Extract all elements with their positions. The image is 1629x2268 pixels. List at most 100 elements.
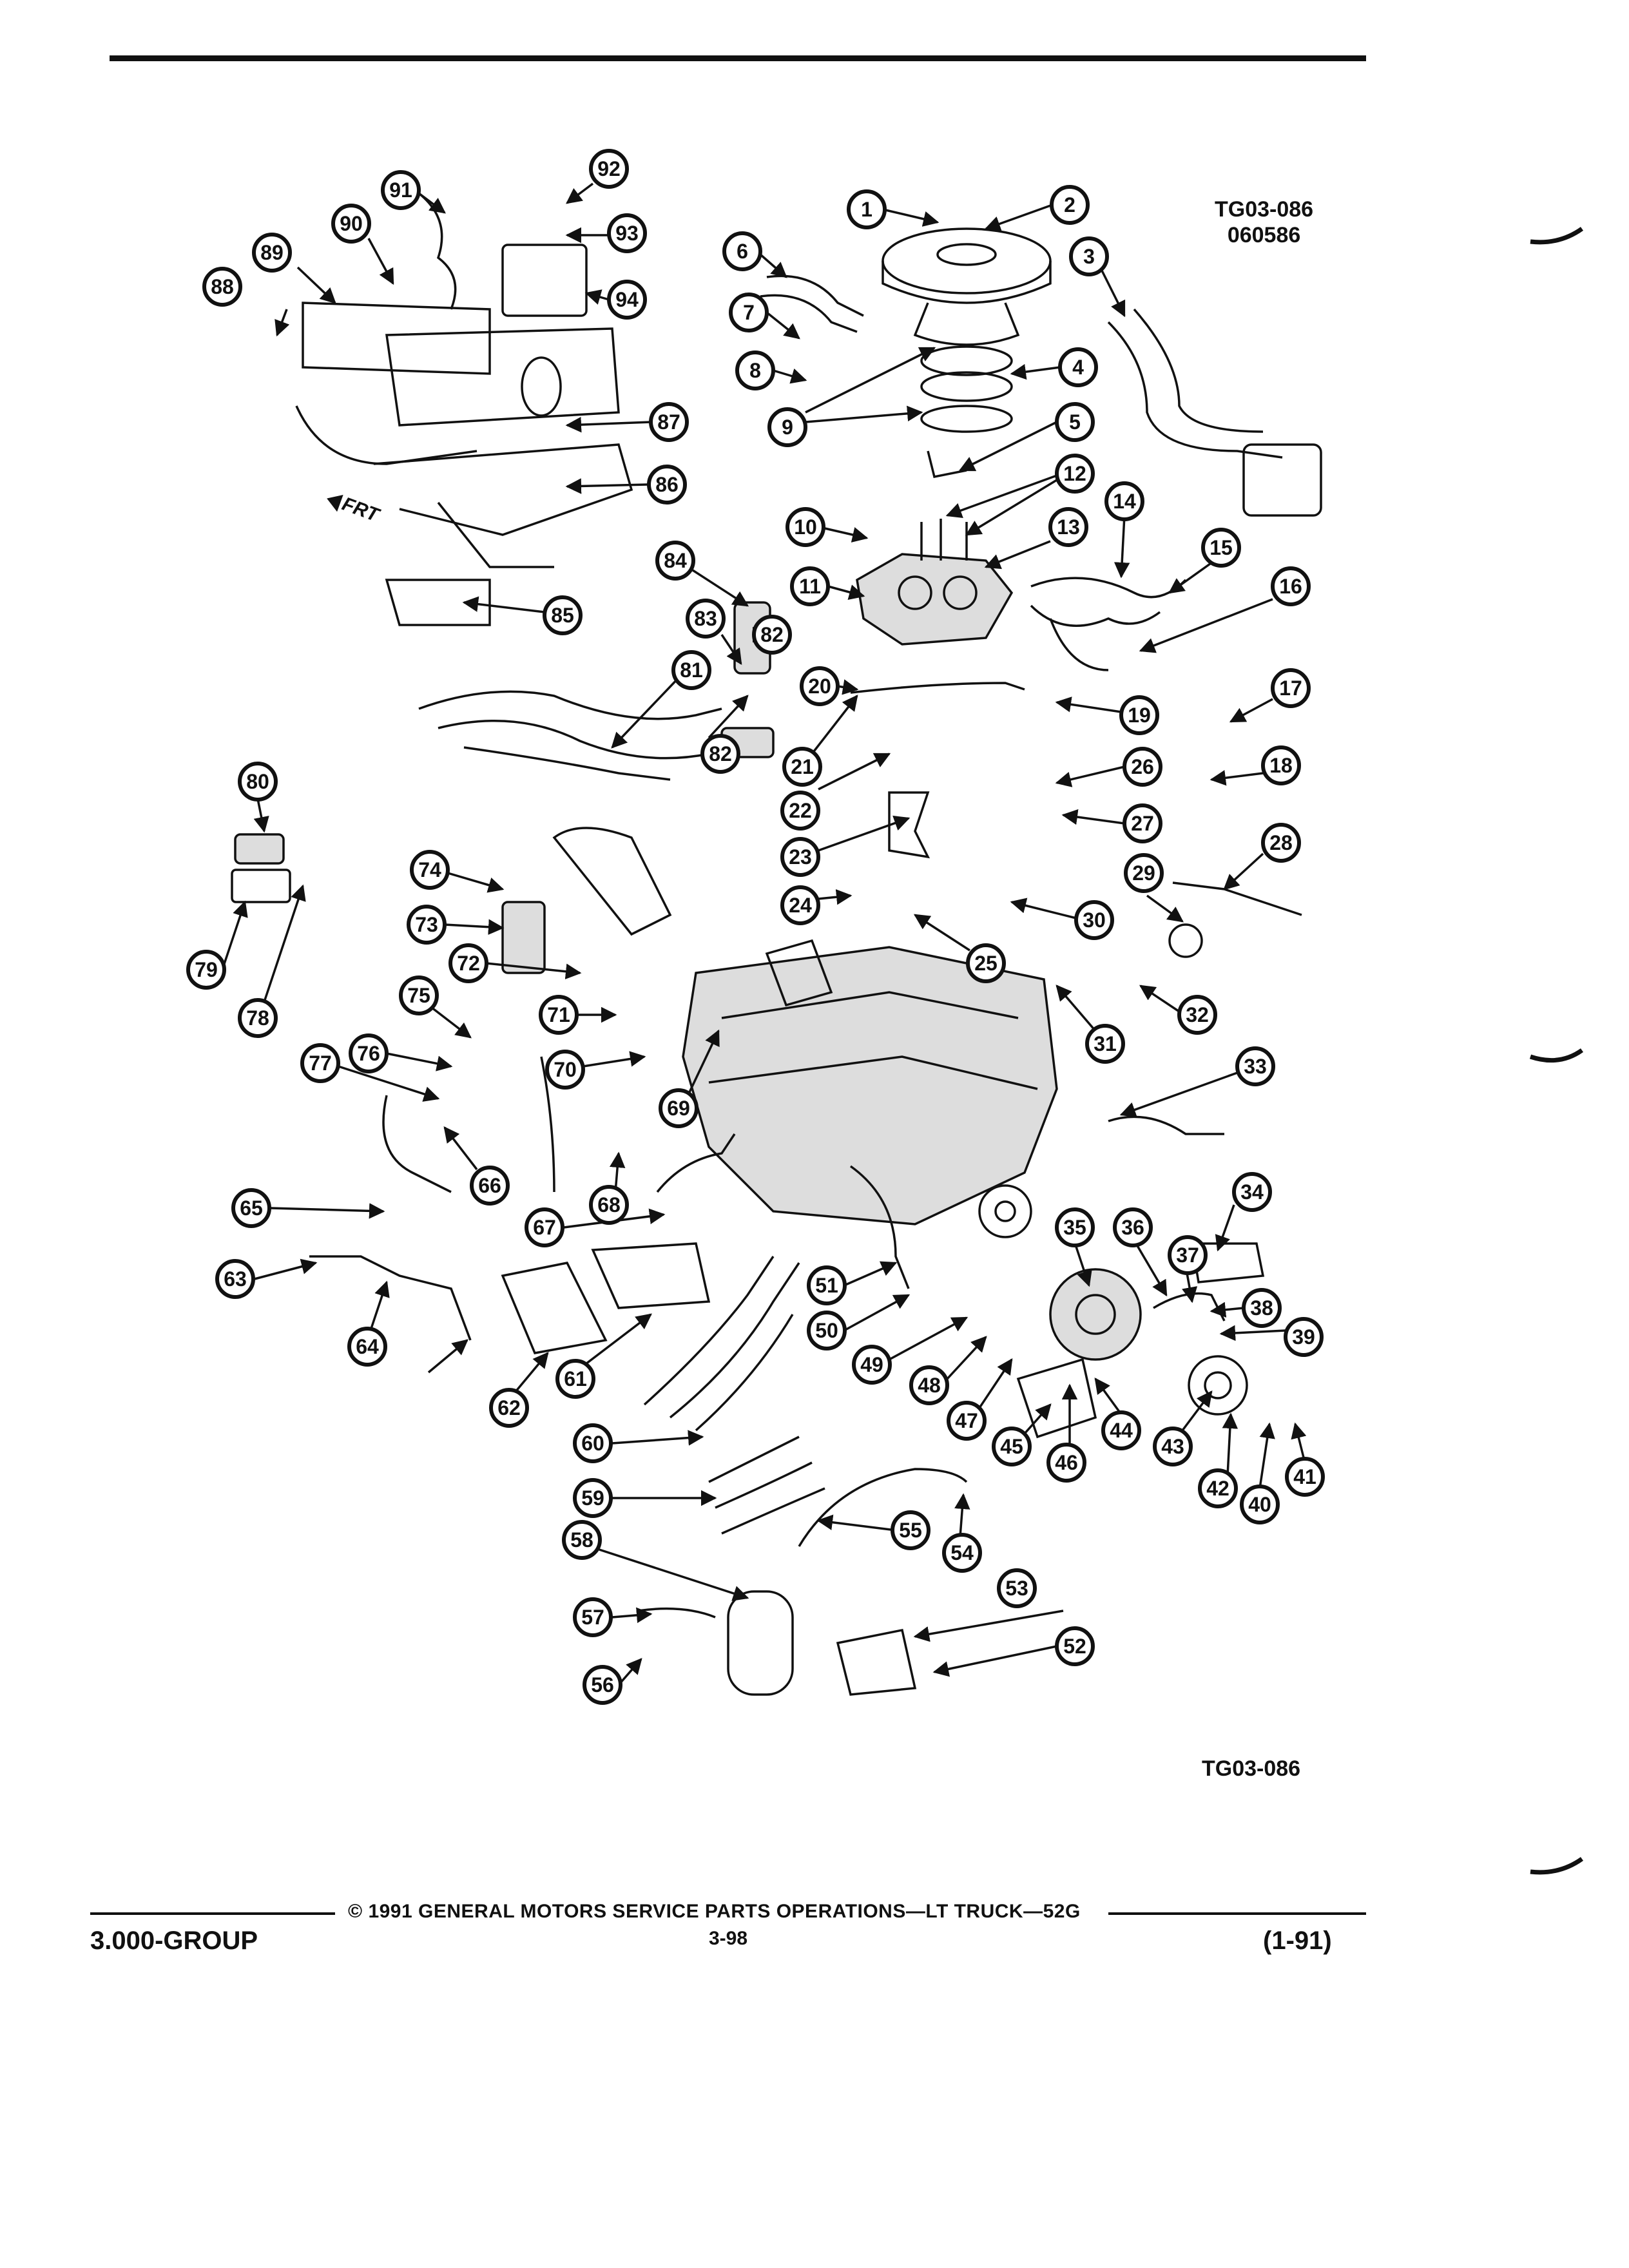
callout-38: 38 xyxy=(1242,1288,1282,1328)
svg-text:66: 66 xyxy=(478,1174,501,1197)
callout-53: 53 xyxy=(997,1568,1037,1608)
svg-text:79: 79 xyxy=(195,958,218,981)
callout-17: 17 xyxy=(1271,668,1311,708)
svg-text:26: 26 xyxy=(1131,755,1154,778)
callout-15: 15 xyxy=(1201,528,1241,568)
bracket xyxy=(888,791,930,859)
callout-42: 42 xyxy=(1198,1468,1238,1508)
distributor-cap xyxy=(765,939,833,1007)
callout-52: 52 xyxy=(1055,1626,1095,1666)
svg-text:12: 12 xyxy=(1063,462,1086,485)
svg-text:90: 90 xyxy=(340,212,363,235)
callout-85: 85 xyxy=(543,595,583,635)
figure-ref-top: TG03-086 060586 xyxy=(1215,197,1313,248)
svg-text:56: 56 xyxy=(591,1673,614,1696)
svg-text:38: 38 xyxy=(1250,1296,1273,1320)
callout-7: 7 xyxy=(729,293,769,332)
callout-48: 48 xyxy=(909,1365,949,1405)
margin-mark xyxy=(1530,1857,1584,1875)
svg-text:18: 18 xyxy=(1269,754,1293,777)
callout-36: 36 xyxy=(1113,1207,1153,1247)
callout-14: 14 xyxy=(1104,481,1144,521)
svg-text:60: 60 xyxy=(581,1432,604,1455)
svg-text:64: 64 xyxy=(356,1335,379,1358)
figure-code: TG03-086 xyxy=(1215,197,1314,222)
callout-circles: 1 2 3 4 5 6 7 8 9 10 11 12 13 14 15 16 1… xyxy=(186,149,1325,1705)
callout-59: 59 xyxy=(573,1478,613,1518)
margin-mark xyxy=(1529,1048,1584,1063)
svg-text:17: 17 xyxy=(1279,677,1302,700)
svg-text:11: 11 xyxy=(799,575,821,598)
callout-45: 45 xyxy=(992,1427,1032,1466)
svg-text:50: 50 xyxy=(815,1319,838,1342)
callout-11: 11 xyxy=(790,566,830,606)
callout-24: 24 xyxy=(780,885,820,925)
callout-25: 25 xyxy=(966,943,1006,983)
svg-text:42: 42 xyxy=(1206,1477,1229,1500)
svg-text:70: 70 xyxy=(554,1058,577,1081)
callout-50: 50 xyxy=(807,1311,847,1350)
svg-text:77: 77 xyxy=(309,1052,332,1075)
callout-92: 92 xyxy=(589,149,629,189)
svg-text:62: 62 xyxy=(497,1396,521,1419)
svg-text:57: 57 xyxy=(581,1606,604,1629)
copyright-text: © 1991 GENERAL MOTORS SERVICE PARTS OPER… xyxy=(348,1901,1081,1922)
ignition-wires xyxy=(643,1256,775,1406)
svg-text:32: 32 xyxy=(1186,1003,1209,1026)
svg-text:44: 44 xyxy=(1110,1419,1133,1442)
callout-46: 46 xyxy=(1046,1443,1086,1483)
svg-text:68: 68 xyxy=(597,1193,621,1216)
air-cleaner-lid xyxy=(882,227,1052,294)
svg-text:6: 6 xyxy=(737,240,748,263)
oxygen-sensor xyxy=(1108,1115,1224,1135)
svg-text:19: 19 xyxy=(1128,704,1151,727)
svg-text:92: 92 xyxy=(597,157,621,180)
svg-text:4: 4 xyxy=(1072,356,1084,379)
svg-text:86: 86 xyxy=(655,473,679,496)
svg-text:61: 61 xyxy=(564,1367,587,1390)
svg-text:2: 2 xyxy=(1064,193,1075,216)
callout-4: 4 xyxy=(1058,347,1098,387)
svg-text:51: 51 xyxy=(815,1274,838,1297)
callout-27: 27 xyxy=(1123,803,1162,843)
callout-80: 80 xyxy=(238,762,278,802)
svg-text:27: 27 xyxy=(1131,812,1154,835)
svg-text:30: 30 xyxy=(1083,908,1106,932)
pulley xyxy=(1188,1355,1248,1416)
callout-55: 55 xyxy=(891,1510,930,1550)
engine-harness xyxy=(418,690,722,720)
callout-3: 3 xyxy=(1069,236,1109,276)
svg-text:84: 84 xyxy=(664,549,687,572)
bracket xyxy=(836,1628,917,1696)
svg-text:34: 34 xyxy=(1240,1180,1264,1204)
callout-62: 62 xyxy=(489,1388,529,1428)
callout-91: 91 xyxy=(381,170,421,210)
page-number: 3-98 xyxy=(709,1928,748,1949)
sensor-lead xyxy=(1172,881,1302,916)
svg-text:58: 58 xyxy=(570,1528,593,1552)
callout-76: 76 xyxy=(349,1033,389,1073)
ecm-bracket xyxy=(302,302,491,375)
svg-text:69: 69 xyxy=(667,1097,690,1120)
ecm xyxy=(501,244,588,317)
svg-text:39: 39 xyxy=(1292,1325,1315,1349)
callout-74: 74 xyxy=(410,850,450,890)
callout-8: 8 xyxy=(735,351,775,390)
callout-79: 79 xyxy=(186,950,226,990)
svg-text:88: 88 xyxy=(211,275,234,298)
svg-text:53: 53 xyxy=(1005,1577,1028,1600)
callout-10: 10 xyxy=(786,507,825,547)
callout-22: 22 xyxy=(780,791,820,831)
svg-text:41: 41 xyxy=(1293,1465,1316,1488)
callout-1: 1 xyxy=(847,189,887,229)
svg-text:47: 47 xyxy=(955,1409,978,1432)
callout-68: 68 xyxy=(589,1185,629,1225)
svg-text:46: 46 xyxy=(1055,1451,1078,1474)
callout-33: 33 xyxy=(1235,1046,1275,1086)
svg-text:65: 65 xyxy=(240,1196,263,1220)
svg-text:82: 82 xyxy=(709,742,732,765)
air-intake-tube xyxy=(552,827,672,936)
vapor-hose xyxy=(798,1468,968,1547)
callout-21: 21 xyxy=(782,747,822,787)
